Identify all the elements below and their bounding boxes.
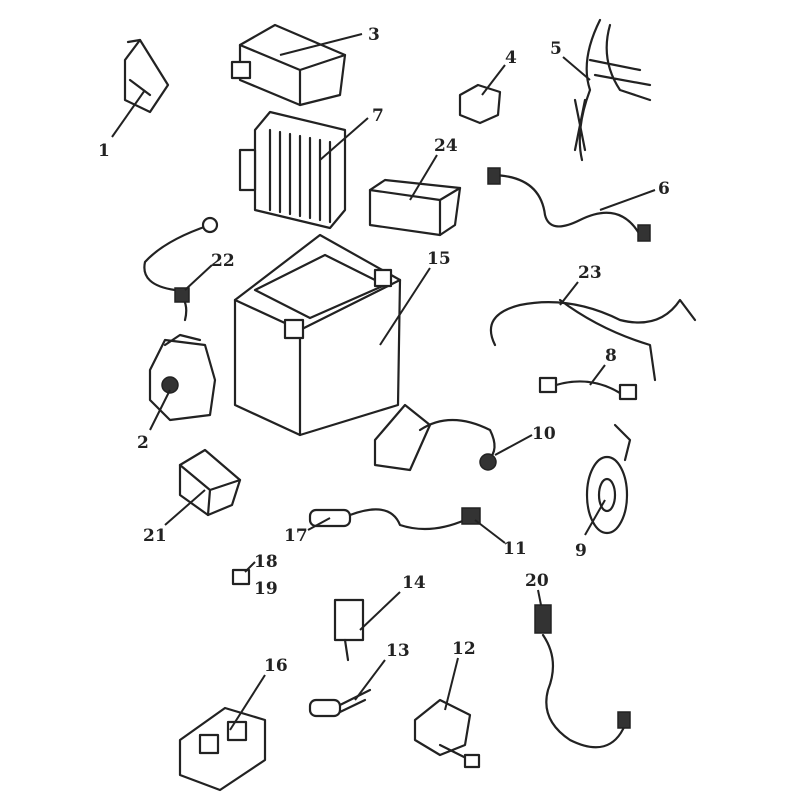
part-22-cable xyxy=(143,216,219,322)
label-14: 14 xyxy=(402,573,426,593)
label-20: 20 xyxy=(525,571,549,591)
label-9: 9 xyxy=(575,541,587,561)
label-22: 22 xyxy=(211,251,235,271)
label-1: 1 xyxy=(98,141,110,161)
label-6: 6 xyxy=(658,179,670,199)
part-5-wire-harness xyxy=(573,18,652,162)
part-12-resistor xyxy=(413,698,481,769)
part-13-switch xyxy=(308,688,372,718)
label-19: 19 xyxy=(254,579,278,599)
label-18: 18 xyxy=(254,552,278,572)
label-17: 17 xyxy=(284,526,308,546)
label-15: 15 xyxy=(427,249,451,269)
label-10: 10 xyxy=(532,424,556,444)
label-11: 11 xyxy=(503,539,527,559)
part-1-cover xyxy=(123,38,170,114)
part-4-relay xyxy=(458,83,502,125)
label-13: 13 xyxy=(386,641,410,661)
label-24: 24 xyxy=(434,136,458,156)
label-4: 4 xyxy=(505,48,517,68)
label-21: 21 xyxy=(143,526,167,546)
label-3: 3 xyxy=(368,25,380,45)
part-9-horn xyxy=(585,423,632,535)
part-number-labels: 1 2 3 4 5 6 7 8 9 10 11 12 13 14 15 16 1… xyxy=(98,25,670,676)
label-7: 7 xyxy=(372,106,384,126)
part-8-lead xyxy=(538,376,638,401)
label-5: 5 xyxy=(550,39,562,59)
label-16: 16 xyxy=(264,656,288,676)
label-23: 23 xyxy=(578,263,602,283)
part-16-junction-block xyxy=(178,706,267,792)
label-2: 2 xyxy=(137,433,149,453)
label-8: 8 xyxy=(605,346,617,366)
part-18-fuse xyxy=(231,568,251,586)
part-24-fuse-box xyxy=(368,178,462,237)
part-20-sensor-lead xyxy=(534,604,631,749)
part-2-starter-relay xyxy=(148,333,217,422)
part-23-wire xyxy=(489,298,697,382)
part-15-battery xyxy=(233,233,402,437)
part-7-regulator xyxy=(238,110,347,230)
part-6-wire xyxy=(488,173,642,237)
part-14-switch xyxy=(333,598,365,662)
label-12: 12 xyxy=(452,639,476,659)
leader-lines xyxy=(111,33,656,731)
part-17-11-cable xyxy=(308,507,481,531)
part-10-sensor xyxy=(373,403,497,472)
part-3-cdi-unit xyxy=(230,23,347,107)
